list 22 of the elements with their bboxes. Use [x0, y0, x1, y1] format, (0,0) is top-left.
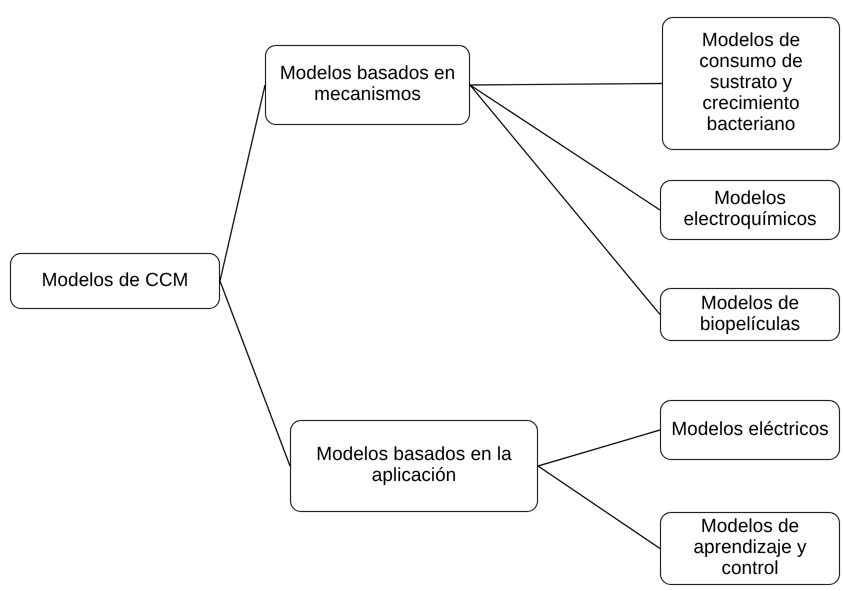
rounded-box [660, 512, 840, 585]
node-label: Modelos de CCM [42, 270, 188, 292]
node-label: Modelos basados en la aplicación [315, 445, 513, 487]
rounded-box [660, 400, 840, 460]
node-label: Modelos electroquímicos [682, 189, 818, 231]
node-label: Modelos de biopelículas [698, 294, 802, 336]
rounded-box [660, 288, 840, 341]
rounded-box [662, 17, 840, 150]
node-label: Modelos de consumo de sustrato y crecimiento bacteriano [698, 31, 804, 136]
connector-line [219, 280, 291, 466]
node-label: Modelos basados en mecanismos [278, 64, 456, 106]
connector-line [470, 82, 662, 86]
connector-line [470, 84, 660, 210]
rounded-box [290, 420, 538, 512]
rounded-box [265, 45, 470, 125]
connector-line [538, 466, 660, 549]
node-label: Modelos eléctricos [671, 420, 829, 440]
connector-line [538, 429, 660, 467]
node-label: Modelos de aprendizaje y control [692, 517, 808, 580]
connector-line [219, 84, 266, 282]
rounded-box [660, 180, 840, 240]
rounded-box [10, 253, 220, 309]
